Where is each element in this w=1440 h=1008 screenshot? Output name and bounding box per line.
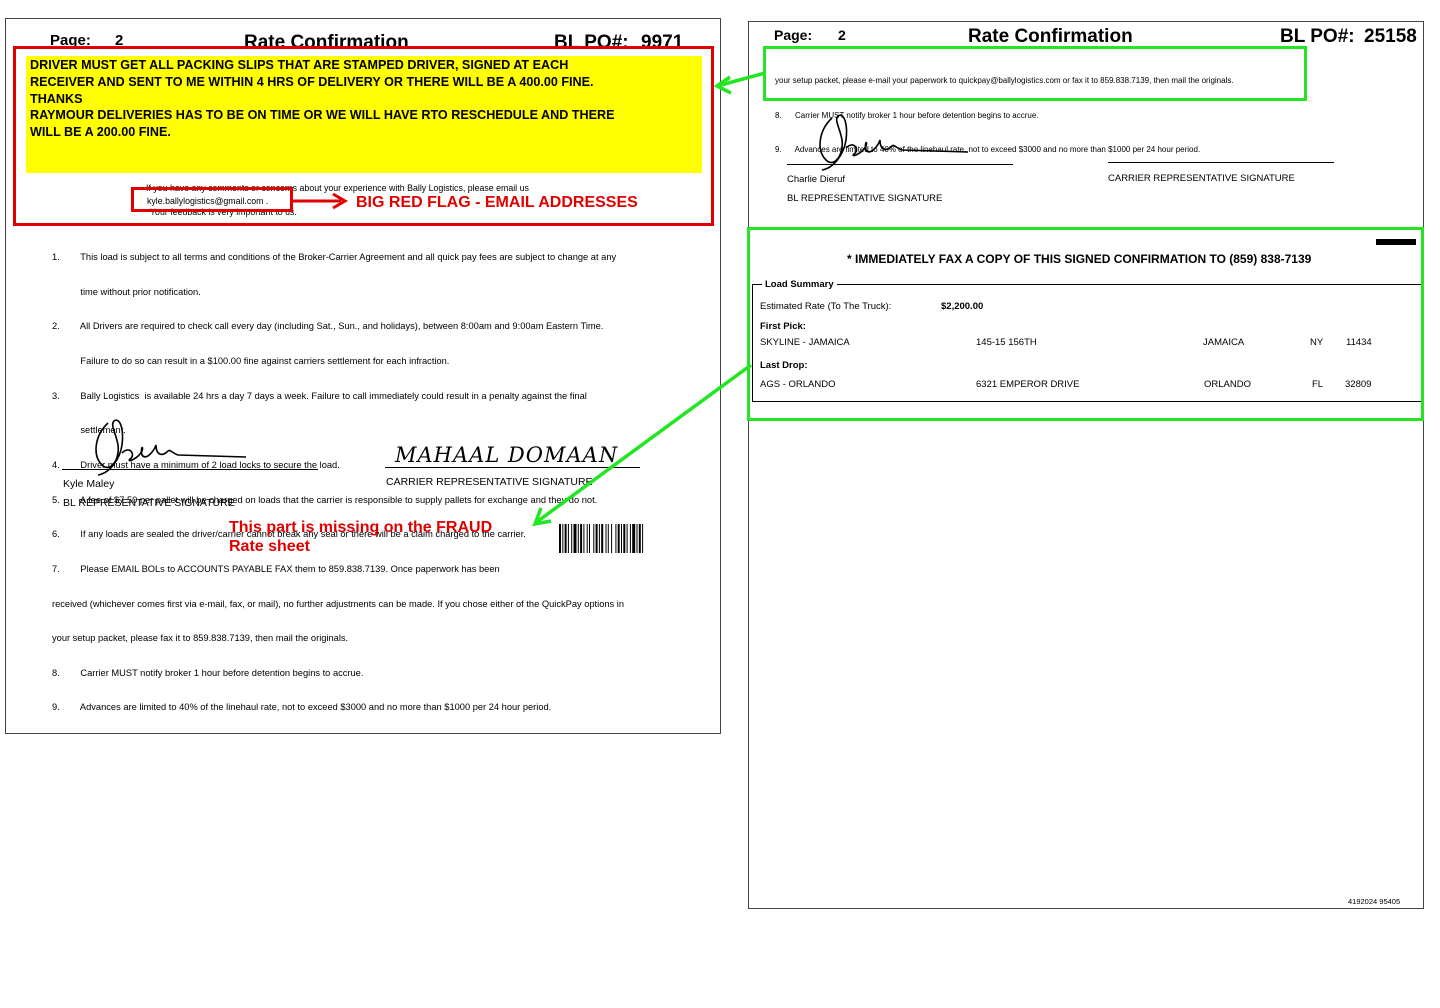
last-drop-label: Last Drop:	[760, 360, 808, 371]
right-bl-rep-signature-image	[819, 114, 969, 171]
green-highlight-box-load-summary	[747, 227, 1424, 421]
missing-part-line: Rate sheet	[229, 538, 310, 555]
carrier-signature-text: MAHAAL DOMAAN	[395, 443, 619, 467]
terms-line: 1. This load is subject to all terms and…	[52, 252, 617, 263]
last-drop-name: AGS - ORLANDO	[760, 379, 836, 390]
red-highlight-box	[13, 46, 714, 226]
last-drop-state: FL	[1312, 379, 1324, 390]
notice-line: THANKS	[30, 91, 83, 106]
missing-part-line: This part is missing on the FRAUD	[229, 519, 493, 536]
email-highlight-box	[131, 187, 293, 212]
terms-line: 9. Advances are limited to 40% of the li…	[52, 702, 552, 713]
comments-line: If you have any comments or concerns abo…	[146, 183, 529, 193]
bl-rep-signature-line	[62, 469, 318, 470]
first-pick-state: NY	[1310, 337, 1324, 348]
left-page-label: Page:	[50, 32, 91, 49]
notice-line: RECEIVER AND SENT TO ME WITHIN 4 HRS OF …	[30, 74, 594, 89]
terms-line: time without prior notification.	[52, 286, 201, 297]
estimated-rate-value: $2,200.00	[941, 301, 984, 312]
right-terms-line: your setup packet, please e-mail your pa…	[775, 76, 1234, 85]
right-terms-line: 9. Advances are limited to 40% of the li…	[775, 145, 1201, 154]
right-bl-rep-name: Charlie Dieruf	[787, 174, 846, 185]
green-arrowhead-top-icon	[713, 75, 732, 95]
right-page-title: Rate Confirmation	[968, 26, 1133, 47]
terms-line: settlement.	[52, 425, 126, 436]
red-arrow-icon	[293, 192, 348, 210]
right-terms-line: 8. Carrier MUST notify broker 1 hour bef…	[775, 110, 1039, 120]
load-summary-label: Load Summary	[762, 279, 837, 290]
terms-line: Failure to do so can result in a $100.00…	[52, 356, 450, 367]
notice-highlight	[26, 56, 702, 173]
right-page-number: 2	[838, 27, 846, 43]
estimated-rate-label: Estimated Rate (To The Truck):	[760, 301, 892, 312]
left-page-number: 2	[115, 32, 124, 49]
green-arrow-bottom-icon	[536, 363, 753, 523]
notice-line: RAYMOUR DELIVERIES HAS TO BE ON TIME OR …	[30, 108, 615, 123]
terms-line: 2. All Drivers are required to check cal…	[52, 321, 604, 332]
last-drop-city: ORLANDO	[1204, 379, 1251, 390]
first-pick-name: SKYLINE - JAMAICA	[760, 337, 850, 348]
last-drop-address: 6321 EMPEROR DRIVE	[976, 379, 1080, 390]
terms-line: 8. Carrier MUST notify broker 1 hour bef…	[52, 667, 364, 678]
last-drop-zip: 32809	[1345, 379, 1372, 390]
notice-line: DRIVER MUST GET ALL PACKING SLIPS THAT A…	[30, 58, 569, 72]
right-bl-po-label: BL PO#:	[1280, 26, 1355, 47]
bl-rep-label: BL REPRESENTATIVE SIGNATURE	[63, 497, 235, 509]
right-bl-po-number: 25158	[1364, 26, 1417, 47]
right-document-page	[748, 21, 1424, 909]
carrier-rep-label: CARRIER REPRESENTATIVE SIGNATURE	[386, 476, 593, 488]
notice-text: DRIVER MUST GET ALL PACKING SLIPS THAT A…	[30, 57, 615, 141]
feedback-line: Your feedback is very important to us.	[150, 207, 297, 217]
red-flag-label: BIG RED FLAG - EMAIL ADDRESSES	[356, 194, 638, 211]
green-arrow-top-icon	[720, 71, 766, 87]
footer-code: 4192024 95405	[1348, 897, 1401, 906]
first-pick-zip: 11434	[1346, 337, 1372, 348]
barcode-image	[559, 524, 644, 553]
terms-list: 1. This load is subject to all terms and…	[52, 229, 624, 726]
right-bl-rep-signature-line	[787, 164, 1013, 165]
black-bar	[1376, 239, 1416, 245]
terms-line: 7. Please EMAIL BOLs to ACCOUNTS PAYABLE…	[52, 563, 500, 574]
first-pick-city: JAMAICA	[1203, 337, 1245, 348]
terms-line: 4. Driver must have a minimum of 2 load …	[52, 459, 340, 470]
right-page-label: Page:	[774, 27, 813, 43]
bl-rep-signature-image	[95, 419, 247, 476]
missing-part-note: This part is missing on the FRAUD Rate s…	[229, 518, 492, 556]
carrier-rep-signature-line	[385, 467, 640, 468]
right-top-terms: your setup packet, please e-mail your pa…	[775, 52, 1234, 167]
fax-notice: * IMMEDIATELY FAX A COPY OF THIS SIGNED …	[847, 252, 1312, 266]
first-pick-label: First Pick:	[760, 321, 806, 332]
first-pick-address: 145-15 156TH	[976, 337, 1037, 348]
green-arrowhead-bottom-icon	[532, 507, 552, 527]
right-bl-rep-label: BL REPRESENTATIVE SIGNATURE	[787, 193, 943, 204]
right-carrier-rep-label: CARRIER REPRESENTATIVE SIGNATURE	[1108, 173, 1295, 184]
bl-rep-name: Kyle Maley	[63, 478, 115, 490]
terms-line: 3. Bally Logistics is available 24 hrs a…	[52, 390, 587, 401]
terms-line: received (whichever comes first via e-ma…	[52, 598, 625, 609]
terms-line: 6. If any loads are sealed the driver/ca…	[52, 529, 526, 540]
terms-line: 5. A fee of $7.50 per pallet will be cha…	[52, 494, 598, 505]
email-address: kyle.ballylogistics@gmail.com .	[147, 196, 269, 206]
load-summary-box	[752, 284, 1422, 402]
notice-line: WILL BE A 200.00 FINE.	[30, 125, 171, 140]
right-carrier-rep-signature-line	[1108, 162, 1334, 163]
terms-line: your setup packet, please fax it to 859.…	[52, 633, 349, 644]
